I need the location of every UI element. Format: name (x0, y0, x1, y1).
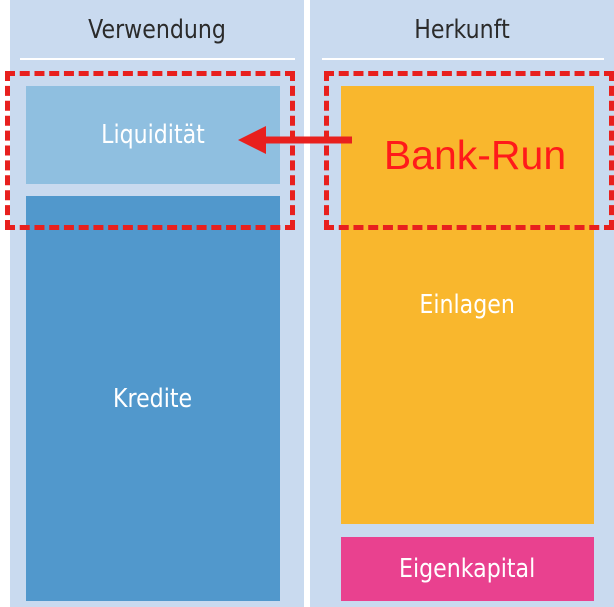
bank-run-label: Bank-Run (383, 132, 567, 178)
liquiditaet-label: Liquidität (101, 120, 205, 150)
kredite-block: Kredite (26, 196, 280, 601)
bank-run-highlight-box (324, 71, 614, 230)
einlagen-label: Einlagen (419, 290, 516, 320)
liquiditaet-highlight-box (5, 71, 295, 230)
herkunft-heading: Herkunft (414, 15, 510, 45)
liquiditaet-block: Liquidität (26, 86, 280, 184)
right-heading-divider (322, 58, 604, 60)
verwendung-heading: Verwendung (88, 15, 226, 45)
eigenkapital-label: Eigenkapital (399, 554, 536, 584)
einlagen-block: Einlagen (341, 86, 594, 524)
eigenkapital-block: Eigenkapital (341, 537, 594, 601)
left-heading-divider (20, 58, 295, 60)
kredite-label: Kredite (113, 383, 193, 414)
